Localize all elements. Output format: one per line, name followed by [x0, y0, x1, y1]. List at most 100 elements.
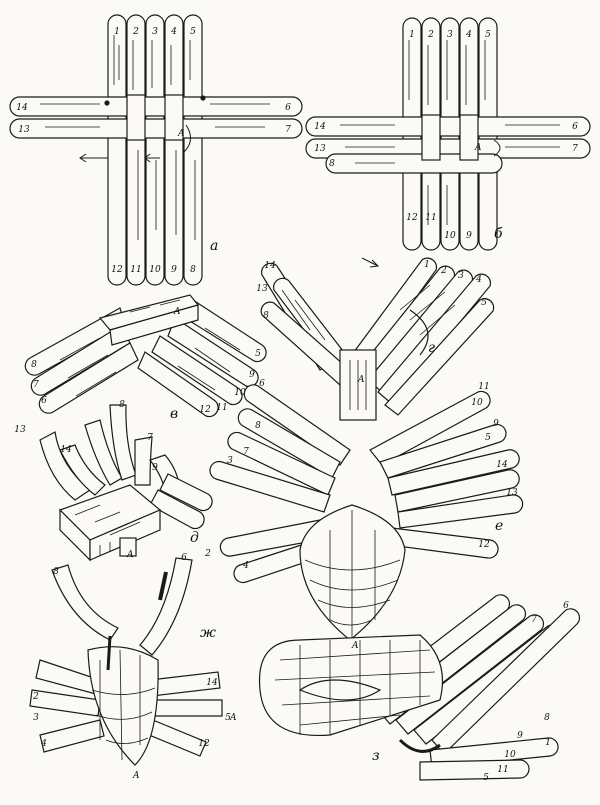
- panel-a-horizontal-strips: [9, 96, 303, 139]
- panel-b-strip-number: 8: [329, 159, 335, 169]
- panel-b-strip-number: 2: [427, 30, 434, 40]
- panel-h-strip-number: 10: [504, 750, 516, 760]
- panel-h-letter: з: [372, 748, 380, 764]
- panel-e-letter: д: [190, 530, 199, 546]
- panel-g-point-label: A: [132, 771, 140, 781]
- panel-c-strip-number: 11: [216, 403, 227, 413]
- panel-f-strip-number: 13: [506, 488, 518, 498]
- panel-b-horizontal-strips: [305, 116, 591, 174]
- panel-e-strip-number: 9: [152, 463, 158, 473]
- panel-e-strip-number: 13: [14, 425, 26, 435]
- panel-f-strip-number: 3: [227, 456, 233, 466]
- panel-f-letter: е: [495, 518, 503, 534]
- panel-c-letter: в: [170, 406, 178, 422]
- panel-f-strip-number: 4: [242, 561, 249, 571]
- panel-a-strip-number: 2: [132, 27, 139, 37]
- panel-a-strip-number: 5: [190, 27, 196, 37]
- panel-b-strip-number: 7: [572, 144, 578, 154]
- panel-c-strip-number: 7: [33, 380, 39, 390]
- panel-c-strip-number: 10: [234, 388, 246, 398]
- panel-a-point-label: A: [177, 129, 185, 139]
- panel-h-strip-number: 9: [517, 731, 523, 741]
- panel-a-strip-number: 6: [285, 103, 291, 113]
- panel-a-letter: а: [210, 238, 218, 254]
- panel-b: [305, 17, 591, 251]
- panel-d-letter: г: [428, 340, 435, 356]
- panel-f-strip-number: 5: [485, 433, 491, 443]
- panel-e-strip-number: 14: [60, 445, 72, 455]
- panel-b-strip-number: 3: [447, 30, 453, 40]
- panel-b-point-label: A: [474, 143, 482, 153]
- panel-b-letter: б: [494, 226, 503, 242]
- panel-a: [9, 14, 303, 286]
- panel-f-strip-number: 6: [259, 379, 265, 389]
- panel-a-strip-number: 3: [152, 27, 158, 37]
- panel-f-strip-number: 7: [243, 447, 249, 457]
- panel-d-strip-number: 1: [424, 260, 430, 270]
- panel-g: [29, 557, 223, 766]
- panel-h-labels: з A 1 5 6 7 8 910 11: [229, 601, 569, 783]
- panel-d-strip-number: 2: [440, 266, 447, 276]
- panel-h-strip-number: 8: [544, 713, 550, 723]
- panel-c-point-label: A: [173, 307, 181, 317]
- panel-f-strip-number: 10: [471, 398, 483, 408]
- panel-a-strip-number: 4: [170, 27, 177, 37]
- panel-f-strip-number: 11: [478, 382, 489, 392]
- panel-a-strip-number: 8: [190, 265, 196, 275]
- panel-c-strip-number: 6: [41, 396, 47, 406]
- panel-c-strip-number: 12: [199, 405, 211, 415]
- panel-a-vertical-strips: [107, 14, 203, 286]
- panel-b-strip-number: 11: [425, 213, 436, 223]
- panel-d-strip-number: 5: [481, 298, 487, 308]
- panel-g-letter: ж: [200, 625, 216, 641]
- panel-e: [39, 404, 213, 562]
- panel-b-strip-number: 14: [314, 122, 326, 132]
- panel-g-strip-number: 5: [225, 713, 231, 723]
- panel-a-strip-number: 9: [171, 265, 177, 275]
- panel-e-strip-number: 8: [119, 400, 125, 410]
- panel-f: [209, 384, 524, 641]
- panel-h-strip-number: 7: [531, 615, 537, 625]
- panel-f-strip-number: 9: [493, 419, 499, 429]
- panel-h-point-label: A: [229, 713, 237, 723]
- panel-c: [24, 294, 267, 418]
- panel-g-strip-number: 3: [33, 713, 39, 723]
- panel-f-strip-number: 14: [496, 460, 508, 470]
- panel-b-strip-number: 10: [444, 231, 456, 241]
- panel-g-strip-number: 12: [198, 739, 210, 749]
- panel-b-strip-number: 6: [572, 122, 578, 132]
- panel-f-point-label: A: [351, 641, 359, 651]
- panel-a-arrows: [79, 124, 191, 163]
- panel-h-strip-number: 5: [483, 773, 489, 783]
- panel-b-strip-number: 1: [409, 30, 415, 40]
- panel-b-strip-number: 4: [465, 30, 472, 40]
- panel-g-strip-number: 6: [181, 553, 187, 563]
- panel-a-strip-number: 1: [114, 27, 120, 37]
- panel-g-strip-number: 2: [32, 692, 39, 702]
- panel-h-strip-number: 6: [563, 601, 569, 611]
- panel-d: [260, 257, 495, 421]
- panel-b-strip-number: 9: [466, 231, 472, 241]
- panel-h: [258, 594, 581, 781]
- panel-a-strip-number: 13: [18, 125, 30, 135]
- panel-f-strip-number: 12: [478, 540, 490, 550]
- panel-d-strip-number: 13: [256, 284, 268, 294]
- panel-d-strip-number: 4: [475, 275, 482, 285]
- panel-a-strip-number: 10: [149, 265, 161, 275]
- panel-f-strip-number: 2: [204, 549, 211, 559]
- panel-e-point-label: A: [126, 550, 134, 560]
- panel-h-strip-number: 11: [497, 765, 508, 775]
- panel-d-strip-number: 14: [264, 261, 276, 271]
- panel-h-strip-number: 1: [545, 738, 551, 748]
- panel-c-strip-number: 9: [249, 370, 255, 380]
- panel-a-strip-number: 7: [285, 125, 291, 135]
